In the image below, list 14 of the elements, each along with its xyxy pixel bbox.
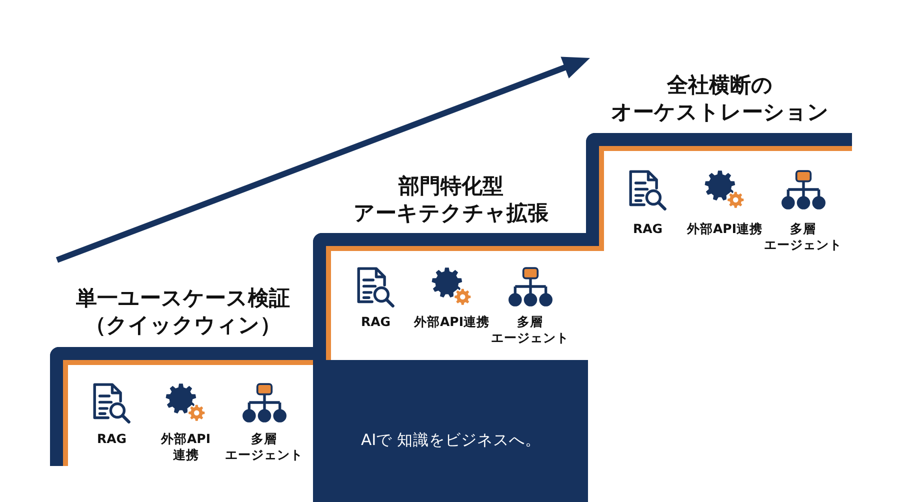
banner-box <box>313 360 588 502</box>
feature-label: RAG <box>633 221 663 237</box>
feature-label: 多層エージェント <box>491 314 569 346</box>
feature-label: RAG <box>361 314 391 330</box>
feature-label: 多層エージェント <box>225 431 303 463</box>
feature-label: 外部API連携 <box>687 221 762 237</box>
feature-label: 外部API連携 <box>414 314 490 330</box>
feature-label: 多層エージェント <box>764 221 842 253</box>
tagline: AIで 知識をビジネスへ。 <box>361 430 542 450</box>
feature-label: RAG <box>97 431 127 447</box>
feature-label: 外部API連携 <box>161 431 210 463</box>
step-heading: 部門特化型アーキテクチャ拡張 <box>354 173 548 227</box>
step-heading: 単一ユースケース検証（クイックウィン） <box>76 285 290 339</box>
step-heading: 全社横断のオーケストレーション <box>611 72 829 126</box>
